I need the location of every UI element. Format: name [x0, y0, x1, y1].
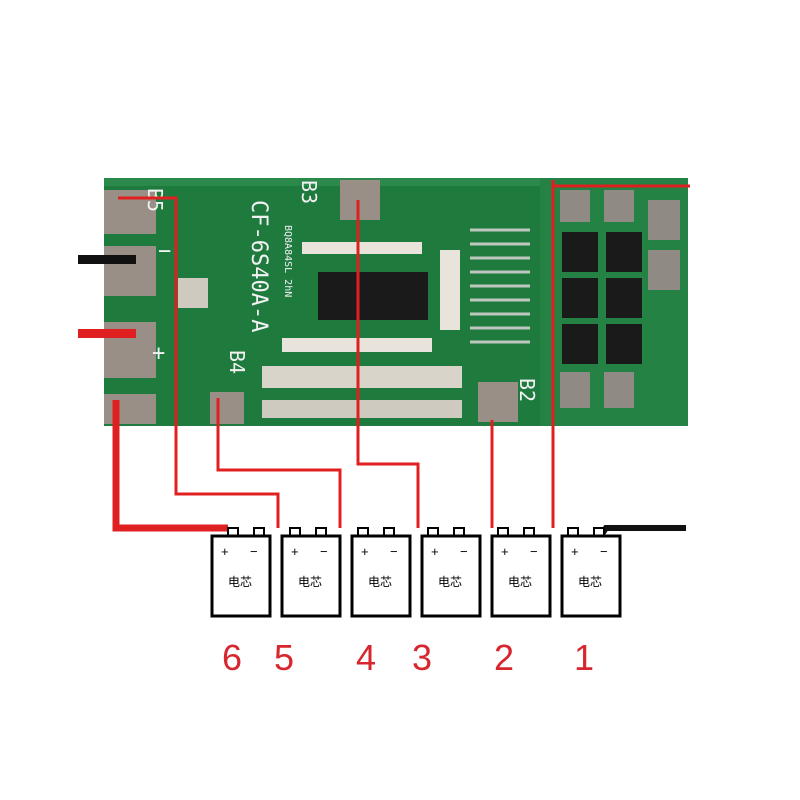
pad-label-b4: B4 — [225, 350, 249, 374]
cell-4-minus: − — [390, 544, 398, 559]
cell-5-label: 电芯 — [298, 575, 322, 589]
cell-5: + − 电芯 — [280, 527, 342, 618]
bms-ic-chip — [318, 272, 428, 320]
cell-number-2: 2 — [494, 637, 514, 678]
cell-6: + − 电芯 — [210, 527, 272, 618]
wire-b5-to-cell5 — [118, 196, 280, 528]
pcb-top-edge — [104, 178, 688, 186]
cell-3-label: 电芯 — [438, 575, 462, 589]
smd-components — [178, 242, 462, 418]
pad-b-bottom — [104, 394, 156, 424]
cell-2-minus: − — [530, 544, 538, 559]
pcb-plus-sign: + — [152, 341, 165, 366]
pcb-traces — [470, 228, 530, 344]
cell-5-plus: + — [291, 544, 299, 559]
cell-number-6: 6 — [222, 637, 242, 678]
cell-4-label: 电芯 — [368, 575, 392, 589]
red-lead-p-plus — [78, 329, 136, 338]
cell-number-1: 1 — [574, 637, 594, 678]
mosfet-pad — [604, 190, 634, 222]
wire-b3-to-cell3 — [356, 200, 420, 528]
cell-2-plus: + — [501, 544, 509, 559]
pcb-minus-sign: − — [158, 239, 171, 264]
black-lead-p-minus — [78, 255, 136, 264]
cell-number-3: 3 — [412, 637, 432, 678]
mosfet — [562, 324, 598, 364]
mosfet-pad — [648, 250, 680, 290]
ic-part-text: BQ8A84SL 2hN — [282, 225, 293, 297]
pad-b3 — [340, 180, 380, 220]
cell-6-label: 电芯 — [228, 575, 252, 589]
cell-1: + − 电芯 — [560, 527, 622, 618]
pad-b2 — [478, 382, 518, 422]
cell-3-plus: + — [431, 544, 439, 559]
mosfet — [606, 278, 642, 318]
cell-4: + − 电芯 — [350, 527, 412, 618]
main-positive-wire — [112, 400, 228, 532]
cell-3-minus: − — [460, 544, 468, 559]
board-model-text: CF-6S40A-A — [246, 200, 271, 332]
mosfet — [606, 324, 642, 364]
pad-label-b5: B5 — [143, 188, 167, 212]
cell-number-5: 5 — [274, 637, 294, 678]
pad-minus — [104, 246, 156, 296]
cell-number-4: 4 — [356, 637, 376, 678]
cell-1-minus: − — [600, 544, 608, 559]
pcb-board: BQ8A84SL 2hN B5 B3 B2 B4 CF-6S40A-A − + — [104, 178, 688, 426]
mosfet — [562, 278, 598, 318]
cell-6-plus: + — [221, 544, 229, 559]
cell-5-minus: − — [320, 544, 328, 559]
cell-2-label: 电芯 — [508, 575, 532, 589]
mosfet-pad — [648, 200, 680, 240]
cell-6-minus: − — [250, 544, 258, 559]
pad-b4 — [210, 392, 244, 424]
cell-2: + − 电芯 — [490, 527, 552, 618]
mosfet-pad — [560, 372, 590, 408]
cell-3: + − 电芯 — [420, 527, 482, 618]
mosfet-array — [560, 190, 680, 408]
mosfet-pad — [604, 372, 634, 408]
mosfet — [606, 232, 642, 272]
balance-wires — [118, 180, 690, 528]
pad-label-b3: B3 — [297, 180, 321, 204]
pad-label-b2: B2 — [515, 378, 539, 402]
cell-1-label: 电芯 — [578, 575, 602, 589]
mosfet — [562, 232, 598, 272]
cell-4-plus: + — [361, 544, 369, 559]
cell-1-plus: + — [571, 544, 579, 559]
wire-b4-to-cell4 — [216, 398, 342, 528]
mosfet-pad — [560, 190, 590, 222]
